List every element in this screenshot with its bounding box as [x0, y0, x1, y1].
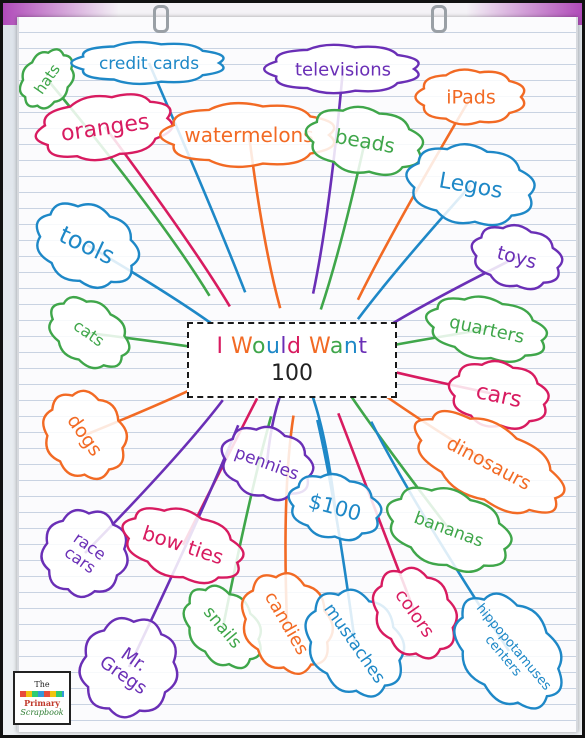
cloud-outline: [42, 389, 129, 481]
scrapbook-logo: The Primary Scrapbook: [13, 671, 71, 725]
bubble-dollars: $100: [287, 472, 383, 542]
bubble-dinosaurs: dinosaurs: [413, 409, 566, 515]
bubble-label: watermelons: [184, 123, 313, 147]
cloud-outline: [220, 425, 315, 502]
cloud-outline: [35, 202, 141, 290]
cloud-outline: [159, 101, 336, 169]
cloud-outline: [405, 143, 536, 227]
bubble-label: televisions: [295, 59, 391, 80]
cloud-outline: [121, 507, 245, 585]
chart-title-line1: I Would Want: [217, 334, 368, 359]
bubble-candies: candies: [240, 572, 334, 675]
bubble-pennies: pennies: [220, 425, 315, 502]
bubble-quarters: quarters: [425, 295, 549, 363]
bubble-televisions: televisions: [263, 43, 420, 95]
chart-title-line2: 100: [271, 361, 313, 386]
cloud-outline: [470, 223, 564, 291]
bubble-label: credit cards: [99, 54, 199, 74]
bubble-label: iPads: [446, 87, 496, 109]
bubble-beads: beads: [304, 105, 425, 177]
binder-ring-right: [431, 5, 447, 33]
title-letter: a: [329, 334, 344, 359]
bubble-credit-cards: credit cards: [70, 40, 225, 86]
cloud-outline: [48, 295, 131, 370]
cloud-outline: [34, 93, 174, 162]
bubble-dogs: dogs: [42, 389, 129, 481]
bubble-cars: cars: [447, 359, 550, 430]
connector-string-credit-cards: [147, 62, 247, 293]
cloud-outline: [78, 616, 179, 719]
bubble-tools: tools: [35, 202, 141, 290]
cloud-outline: [414, 68, 526, 126]
title-letter: d: [287, 334, 302, 359]
title-letter: n: [343, 334, 359, 359]
title-letter: I: [216, 334, 224, 359]
cloud-outline: [447, 359, 550, 430]
title-letter: l: [280, 334, 288, 359]
binder-ring-left: [153, 5, 169, 33]
anchor-chart-paper: hats credit cards televisions iPads oranges w…: [17, 17, 578, 732]
bubble-oranges: oranges: [34, 93, 174, 162]
connector-string-ipads: [356, 96, 473, 301]
title-letter: t: [358, 334, 368, 359]
logo-color-bar: [20, 690, 64, 697]
cloud-outline: [287, 472, 383, 542]
chart-title-box: I Would Want 100: [187, 322, 397, 398]
cloud-outline: [19, 48, 75, 110]
chart-drawing: hats credit cards televisions iPads oranges w…: [19, 40, 566, 719]
bubble-hats: hats: [19, 48, 75, 110]
logo-mid-text: Primary: [24, 697, 60, 708]
cloud-outline: [70, 40, 225, 86]
logo-top-text: The: [34, 679, 50, 689]
bubble-cats: cats: [48, 295, 131, 370]
title-letter: W: [309, 334, 330, 359]
bubble-mr-gregs: Mr.Gregs: [78, 616, 179, 719]
logo-bottom-text: Scrapbook: [20, 707, 64, 717]
title-letter: u: [265, 334, 281, 359]
cloud-outline: [413, 409, 566, 515]
connector-string-televisions: [311, 68, 345, 294]
cloud-outline: [371, 566, 459, 660]
bubble-bow-ties: bow ties: [121, 507, 245, 585]
bubble-ipads: iPads: [414, 68, 526, 126]
bubble-bananas: bananas: [385, 486, 513, 574]
cloud-outline: [263, 43, 420, 95]
title-letter: W: [231, 334, 252, 359]
bubble-watermelons: watermelons: [159, 101, 336, 169]
title-letter: o: [252, 334, 266, 359]
cloud-outline: [304, 105, 425, 177]
bubble-toys: toys: [470, 223, 564, 291]
cloud-outline: [425, 295, 549, 363]
bubble-colors: colors: [371, 566, 459, 660]
bubble-legos: Legos: [405, 143, 536, 227]
cloud-outline: [385, 486, 513, 574]
cloud-outline: [453, 592, 563, 710]
